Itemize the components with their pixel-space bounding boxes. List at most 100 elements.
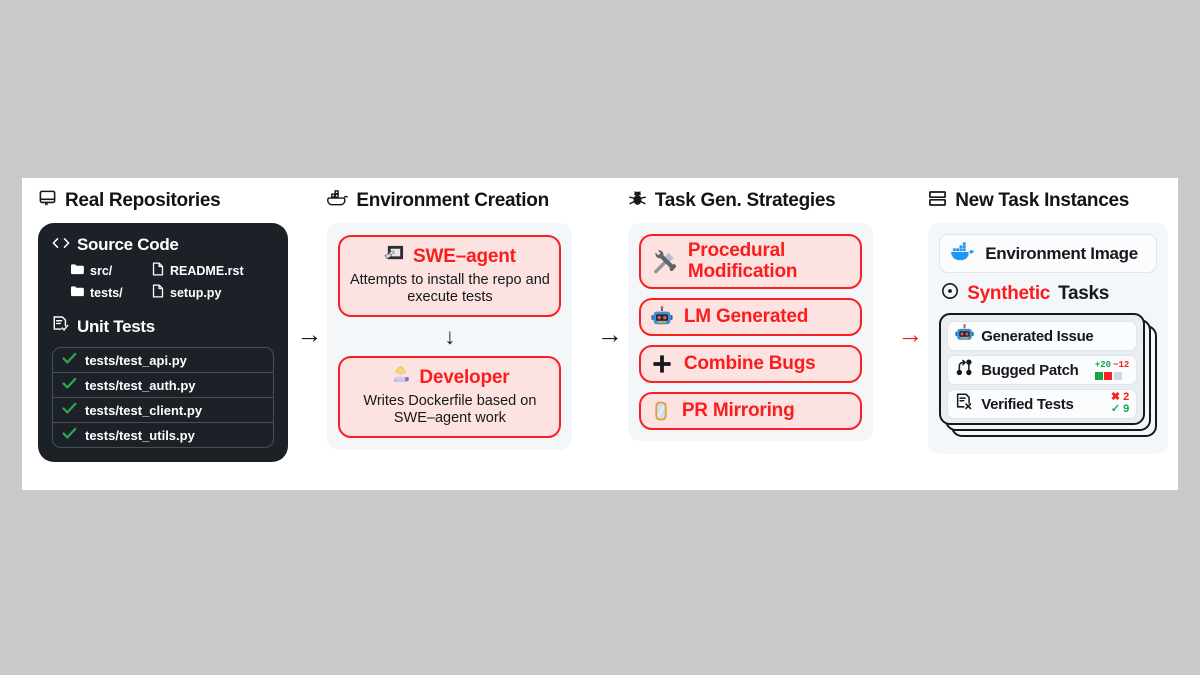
strategy-label: Combine Bugs <box>683 352 816 374</box>
diff-removed: −12 <box>1113 359 1130 370</box>
check-icon <box>62 427 77 443</box>
strategy-pr-mirroring[interactable]: PR Mirroring <box>638 392 862 431</box>
arrow-right-icon: → <box>296 319 323 349</box>
source-code-title: Source Code <box>52 235 274 255</box>
failed-count: 2 <box>1123 391 1130 404</box>
flow-arrow-2: → <box>592 178 628 490</box>
figure-canvas: Real Repositories Source Code src/ <box>22 178 1178 490</box>
dot-circle-icon <box>941 282 959 306</box>
folder-icon <box>70 263 84 278</box>
plus-icon <box>651 353 673 375</box>
git-branch-icon <box>955 358 974 382</box>
hammer-and-wrench-icon <box>651 249 677 274</box>
file-check-icon <box>52 315 70 338</box>
unit-tests-title: Unit Tests <box>52 315 274 338</box>
robot-icon <box>651 306 673 328</box>
file-name: tests/ <box>90 285 123 300</box>
panel-environment-creation: Environment Creation SWE–agent Attempt <box>327 178 591 490</box>
source-code-card: Source Code src/ README.rst <box>38 223 288 462</box>
file-item: tests/ <box>70 284 148 301</box>
synthetic-tasks-title: Synthetic Tasks <box>941 282 1157 306</box>
repo-book-icon <box>38 189 57 213</box>
developer-label: Developer <box>419 366 510 388</box>
stack-sheet-front[interactable]: Generated Issue <box>939 313 1146 425</box>
panel-title: Task Gen. Strategies <box>654 190 836 211</box>
task-label: Verified Tests <box>981 395 1074 413</box>
diff-square-green <box>1094 371 1103 380</box>
task-row-bugged-patch[interactable]: Bugged Patch +20−12 <box>947 355 1138 385</box>
passed-count: 9 <box>1123 403 1130 415</box>
failed-count-row: ✖ 2 <box>1110 391 1130 404</box>
panel-header: New Task Instances <box>928 188 1178 214</box>
panel-new-task-instances: New Task Instances <box>928 178 1178 490</box>
test-row: tests/test_auth.py <box>53 373 273 398</box>
strategies-group: Procedural Modification <box>627 223 873 442</box>
file-name: README.rst <box>170 263 244 278</box>
strategy-lm-generated[interactable]: LM Generated <box>638 298 862 337</box>
panel-title: New Task Instances <box>955 190 1130 211</box>
diff-squares <box>1094 371 1122 380</box>
synthetic-label: Synthetic <box>967 283 1051 304</box>
arrow-right-icon: → <box>897 319 924 349</box>
test-row: tests/test_client.py <box>53 398 273 423</box>
environment-image-label: Environment Image <box>985 243 1138 263</box>
task-row-verified-tests[interactable]: Verified Tests ✖ 2 ✓ 9 <box>947 389 1138 419</box>
file-item: src/ <box>70 262 148 279</box>
panel-real-repositories: Real Repositories Source Code src/ <box>22 178 291 490</box>
diff-added: +20 <box>1094 359 1112 370</box>
down-arrow-icon: ↓ <box>444 324 456 350</box>
strategy-label: Procedural Modification <box>687 240 798 282</box>
check-icon <box>62 377 77 393</box>
code-brackets-icon <box>52 235 70 255</box>
strategy-label: PR Mirroring <box>681 399 795 421</box>
swe-agent-card: SWE–agent Attempts to install the repo a… <box>338 235 562 318</box>
check-icon <box>62 402 77 418</box>
passed-count-row: ✓ 9 <box>1110 403 1130 415</box>
tasks-label: Tasks <box>1058 283 1110 304</box>
developer-title: Developer <box>348 365 551 390</box>
strategy-label: LM Generated <box>683 305 809 327</box>
developer-description: Writes Dockerfile based on SWE–agent wor… <box>363 393 537 427</box>
swe-agent-label: SWE–agent <box>413 245 516 267</box>
environment-creation-group: SWE–agent Attempts to install the repo a… <box>327 223 573 451</box>
test-name: tests/test_api.py <box>85 352 187 368</box>
test-name: tests/test_auth.py <box>85 377 196 393</box>
environment-image-row[interactable]: Environment Image <box>939 234 1158 273</box>
new-task-instances-group: Environment Image Synthetic Tasks <box>928 223 1169 454</box>
file-grid: src/ README.rst tests/ <box>70 262 274 301</box>
test-name: tests/test_utils.py <box>85 427 195 443</box>
task-label: Generated Issue <box>981 327 1094 345</box>
file-name: src/ <box>90 263 113 278</box>
developer-woman-icon <box>390 365 411 390</box>
flow-arrow-1: → <box>291 178 327 490</box>
test-row: tests/test_api.py <box>53 348 273 373</box>
unit-tests-list: tests/test_api.py tests/test_auth.py tes… <box>52 347 274 448</box>
file-item: README.rst <box>152 262 274 279</box>
folder-icon <box>70 285 84 300</box>
strategy-combine-bugs[interactable]: Combine Bugs <box>638 345 862 384</box>
diff-numbers: +20−12 <box>1094 359 1130 370</box>
unit-tests-label: Unit Tests <box>77 316 155 336</box>
task-row-generated-issue[interactable]: Generated Issue <box>947 321 1138 351</box>
source-code-label: Source Code <box>77 235 179 254</box>
mirror-icon <box>651 400 671 422</box>
file-icon <box>152 284 164 301</box>
file-icon <box>152 262 164 279</box>
file-x-icon <box>955 392 974 416</box>
file-item: setup.py <box>152 284 274 301</box>
flow-arrow-3: → <box>892 178 928 490</box>
file-name: setup.py <box>170 285 222 300</box>
task-label: Bugged Patch <box>981 361 1079 379</box>
verify-stat: ✖ 2 ✓ 9 <box>1111 392 1129 415</box>
test-name: tests/test_client.py <box>85 402 203 418</box>
stacked-rows-icon <box>928 189 947 213</box>
diff-stat: +20−12 <box>1094 359 1130 380</box>
swe-agent-icon <box>384 244 405 269</box>
check-icon <box>62 352 77 368</box>
docker-logo-icon <box>950 241 976 266</box>
strategy-procedural-modification[interactable]: Procedural Modification <box>638 234 862 290</box>
diff-square-neutral <box>1113 371 1122 380</box>
swe-agent-title: SWE–agent <box>348 244 551 269</box>
arrow-right-icon: → <box>596 319 623 349</box>
diff-square-red <box>1104 371 1113 380</box>
